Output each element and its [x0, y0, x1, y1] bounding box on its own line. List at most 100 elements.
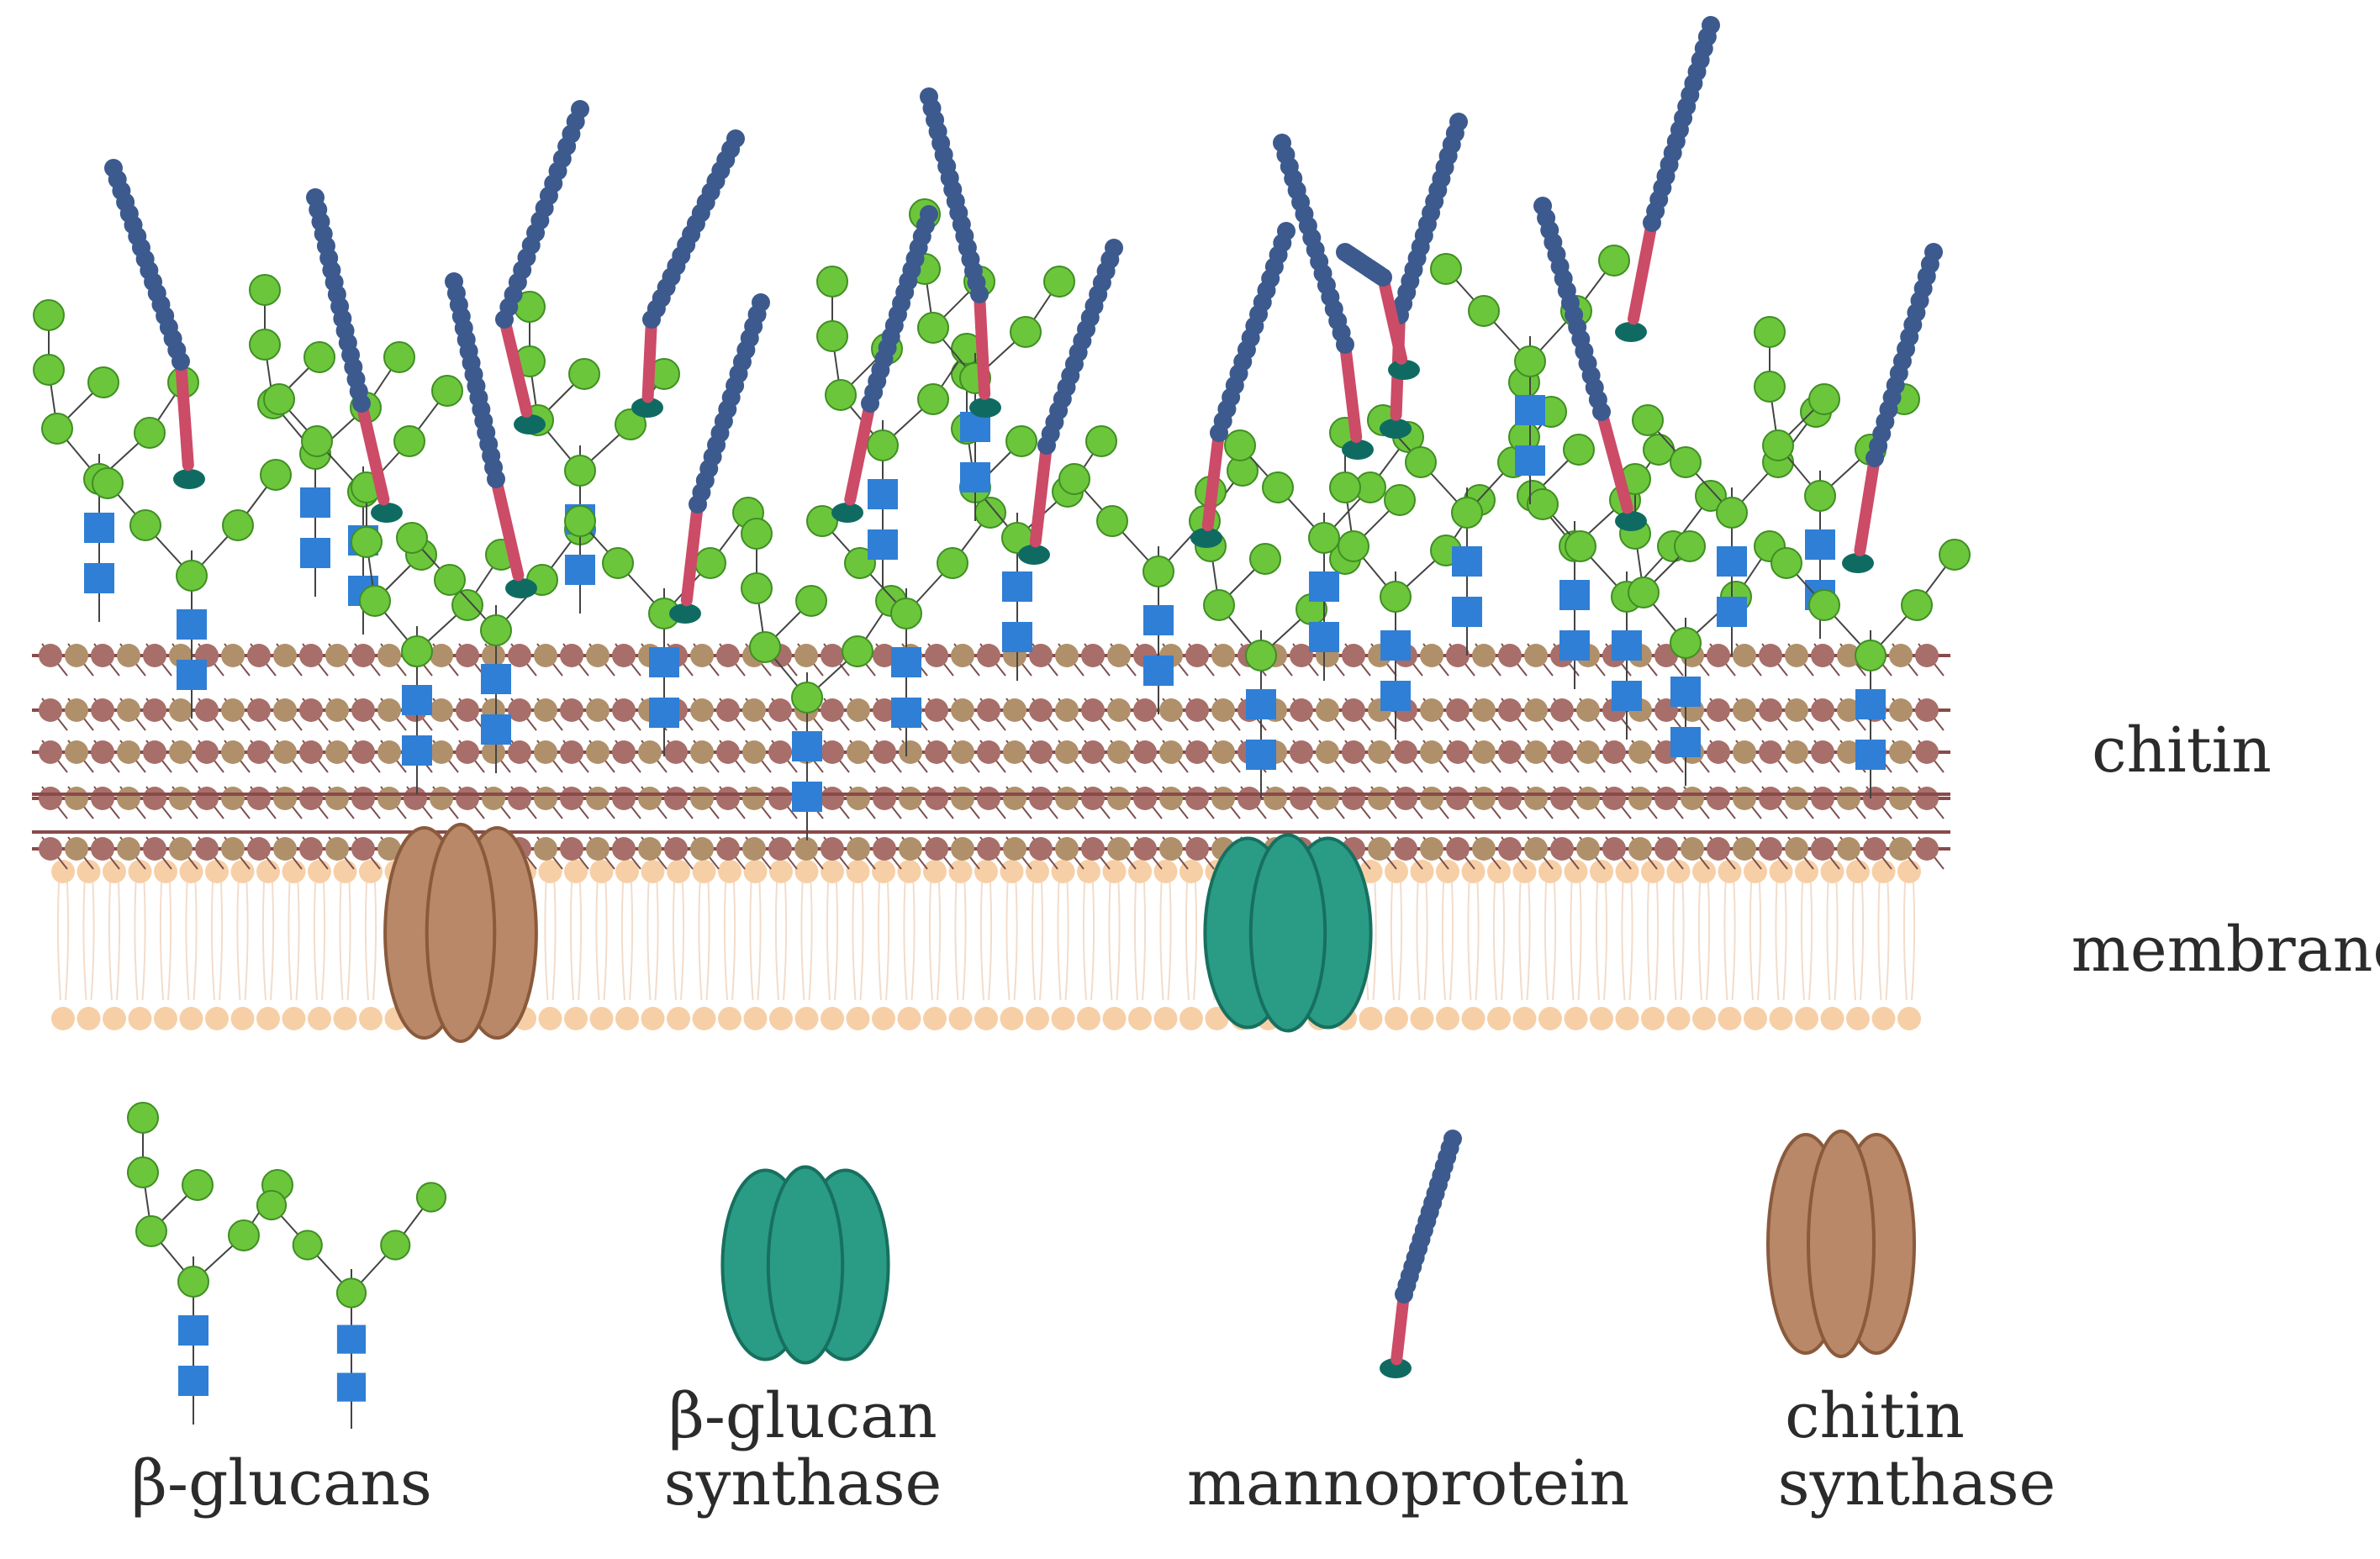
glucose-bead [1762, 429, 1794, 461]
nag-square [1380, 681, 1411, 711]
chitin-bead [404, 787, 427, 810]
beta-glucan [1632, 396, 1832, 656]
chitin-bead [1055, 787, 1079, 810]
chitin-bead [1837, 787, 1860, 810]
glucose-bead [1670, 446, 1702, 478]
plasma-membrane [51, 860, 1921, 1030]
mannoprotein [1615, 16, 1720, 342]
chitin-bead [430, 740, 453, 764]
chitin-bead [1055, 698, 1079, 722]
lipid-head [230, 1007, 255, 1030]
lipid-head [897, 1007, 921, 1030]
glucose-bead [816, 320, 848, 352]
lipid-head [1666, 860, 1691, 883]
lipid-head [846, 1007, 870, 1030]
nag-square [1002, 622, 1032, 652]
chitin-bead [1733, 644, 1756, 667]
chitin-bead [1107, 740, 1131, 764]
glucan-synthase [1203, 833, 1373, 1033]
chitin-bead [1107, 644, 1131, 667]
lipid-head [872, 1007, 895, 1030]
chitin-bead [1759, 740, 1782, 764]
glucose-bead [1754, 316, 1786, 348]
beta-glucan [351, 471, 517, 794]
chitin-bead [1628, 740, 1652, 764]
mannoprotein [669, 293, 770, 624]
chitin-bead [91, 698, 114, 722]
protein-rod [680, 498, 704, 607]
glucose-bead [568, 358, 600, 390]
chitin-bead [117, 787, 140, 810]
nag-square [1380, 630, 1411, 661]
glucose-bead [1514, 345, 1546, 377]
chitin-bead [1628, 787, 1652, 810]
glucose-bead [615, 408, 646, 440]
glucose-bead [87, 366, 119, 398]
chitin-bead [1003, 787, 1026, 810]
beta-glucan [249, 274, 415, 597]
mannose-bead [306, 188, 325, 207]
glucose-bead [741, 518, 773, 550]
lipid-head [1718, 1007, 1742, 1030]
lipid-head [821, 1007, 844, 1030]
chitin-bead [1889, 698, 1913, 722]
lipid-head [872, 860, 895, 883]
glucose-bead [1085, 425, 1117, 457]
chitin-bead [1159, 837, 1183, 861]
lipid-head [667, 860, 690, 883]
lipid-head [923, 860, 947, 883]
chitin-bead [1081, 740, 1105, 764]
beta-glucan [514, 291, 680, 614]
glucose-bead [749, 631, 781, 663]
nag-square [177, 660, 207, 690]
protein-rod [1854, 452, 1881, 556]
lipid-head [1026, 860, 1049, 883]
lipid-head [1051, 1007, 1075, 1030]
glucose-bead [1096, 505, 1128, 537]
glucose-bead [1716, 497, 1748, 529]
lipid-tail [364, 882, 377, 1001]
legend-glucan-synthase [720, 1165, 890, 1365]
lipid-tail [877, 882, 890, 1001]
lipid-head [1692, 1007, 1716, 1030]
chitin-bead [1837, 698, 1860, 722]
lipid-head [1205, 1007, 1229, 1030]
chitin-bead [873, 837, 896, 861]
glucose-bead [351, 526, 383, 558]
chitin-bead [534, 740, 557, 764]
mannoprotein [1533, 197, 1647, 531]
glucose-bead [825, 379, 857, 411]
chitin-bead [1498, 787, 1522, 810]
chitin-bead [847, 787, 870, 810]
protein-rod [356, 398, 390, 506]
chitin-bead [1290, 644, 1313, 667]
chitin-bead [690, 787, 714, 810]
chitin-bead [1602, 787, 1626, 810]
nag-square [1309, 571, 1339, 602]
lipid-tail [1416, 882, 1428, 1001]
lipid-head [769, 860, 793, 883]
glucose-bead [1901, 589, 1933, 621]
chitin-bead [1446, 787, 1470, 810]
chitin-bead [39, 698, 62, 722]
glucose-bead [1005, 425, 1037, 457]
nag-square [84, 563, 114, 593]
chitin-bead [977, 740, 1000, 764]
legend-chitin-synthase [1766, 1130, 1916, 1358]
glucose-bead [602, 547, 634, 579]
chitin-bead [768, 698, 792, 722]
mannose-bead [726, 129, 745, 148]
glucose-bead [431, 375, 463, 407]
lipid-head [51, 1007, 75, 1030]
nag-square [402, 685, 432, 715]
lipid-head [1410, 860, 1434, 883]
glucose-bead [1430, 253, 1462, 285]
chitin-bead [143, 698, 166, 722]
protein-rod [499, 313, 533, 418]
nag-square [1717, 597, 1747, 627]
lipid-tail [339, 882, 351, 1001]
chitin-bead [39, 740, 62, 764]
mannoprotein [1018, 239, 1123, 565]
legend-glucan-synthase-lobe [766, 1165, 845, 1365]
lipid-head [1641, 860, 1665, 883]
